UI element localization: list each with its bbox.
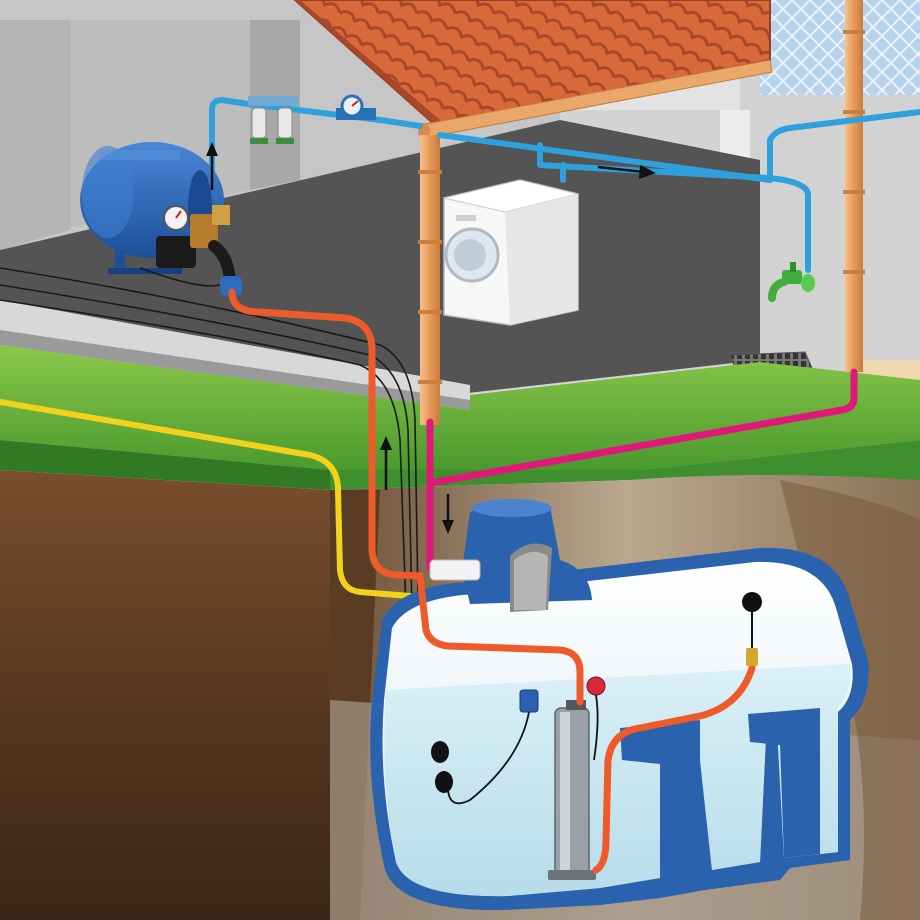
arrow-up-icon — [380, 436, 392, 490]
soil-left — [0, 470, 330, 920]
downpipes — [418, 0, 865, 425]
washing-machine — [443, 179, 579, 326]
orange-pump-delivery-line — [228, 288, 424, 580]
blue-water-supply-line — [209, 97, 920, 273]
float-switch-icon — [586, 676, 606, 761]
pressure-outlet-pipe — [209, 97, 423, 198]
pressure-gauge-icon — [163, 205, 189, 231]
inline-filters — [248, 96, 298, 144]
roof — [293, 0, 773, 139]
arrow-right-icon — [597, 165, 656, 179]
curb — [0, 300, 470, 400]
water-meter-icon — [336, 94, 376, 120]
orange-in-tank-line — [416, 572, 756, 874]
magenta-rainwater-inlet — [426, 368, 858, 572]
pump-pressure-switch — [156, 205, 242, 296]
arrow-down-icon — [442, 494, 454, 534]
cable-weights — [431, 741, 453, 793]
downpipe-left — [420, 135, 440, 425]
arrow-up-icon — [206, 142, 218, 190]
tank-inlet-pipe — [429, 559, 481, 581]
float-switch-icon — [447, 689, 539, 805]
tap-icon — [768, 262, 815, 302]
house-window — [760, 0, 920, 95]
submersible-pump — [548, 700, 596, 880]
float-switch-icon — [742, 592, 762, 666]
patio-floor — [0, 120, 760, 395]
tank-water — [384, 664, 851, 897]
yellow-power-cable — [0, 399, 413, 599]
downpipe-right — [845, 0, 863, 372]
